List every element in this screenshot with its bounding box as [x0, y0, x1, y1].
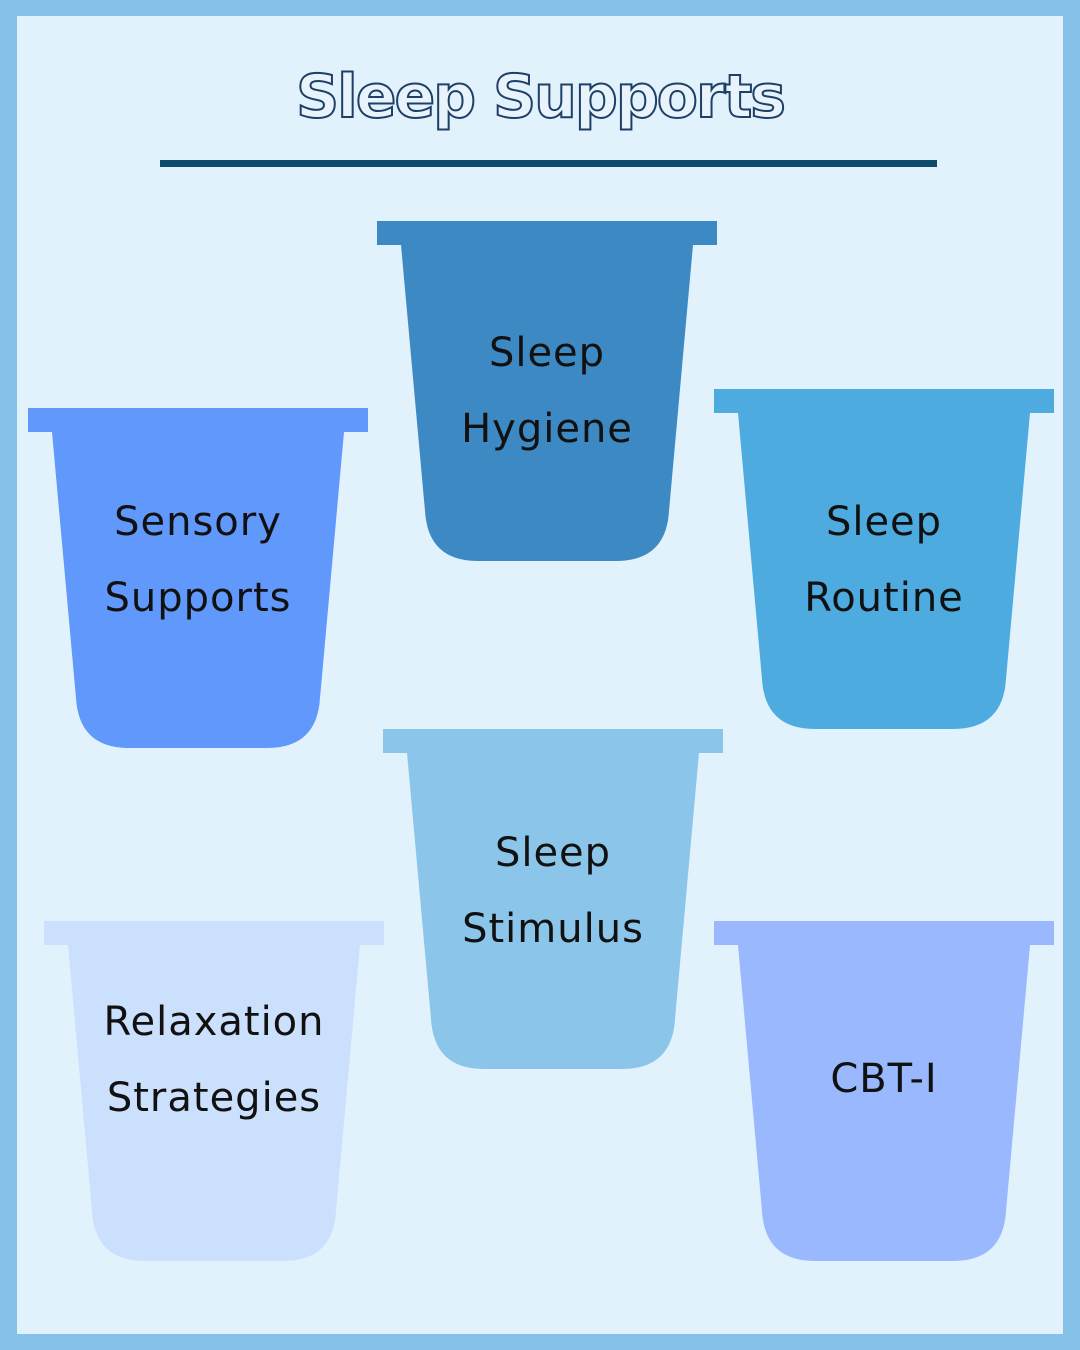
bucket-body: [401, 245, 693, 561]
bucket-cbt-i: CBT-I: [714, 921, 1054, 1261]
bucket-label: Sleep Stimulus: [462, 830, 644, 952]
bucket-sleep-stimulus: Sleep Stimulus: [383, 729, 723, 1069]
bucket-shape: [44, 921, 384, 1261]
bucket-shape: [714, 921, 1054, 1261]
page-title: Sleep Supports: [295, 61, 787, 133]
title-underline: [160, 160, 937, 167]
bucket-shape: [377, 221, 717, 561]
bucket-body: [738, 945, 1030, 1261]
bucket-label: Relaxation Strategies: [103, 999, 325, 1121]
bucket-body: [68, 945, 360, 1261]
bucket-label: CBT-I: [830, 1056, 938, 1102]
bucket-rim: [383, 729, 723, 753]
bucket-sleep-hygiene: Sleep Hygiene: [377, 221, 717, 561]
bucket-sensory-supports: Sensory Supports: [28, 408, 368, 748]
bucket-shape: [28, 408, 368, 748]
bucket-body: [738, 413, 1030, 729]
bucket-body: [407, 753, 699, 1069]
bucket-shape: [383, 729, 723, 1069]
bucket-rim: [28, 408, 368, 432]
bucket-rim: [714, 921, 1054, 945]
bucket-label: Sleep Hygiene: [461, 330, 633, 452]
bucket-shape: [714, 389, 1054, 729]
bucket-label: Sleep Routine: [804, 499, 964, 621]
bucket-relaxation-strategies: Relaxation Strategies: [44, 921, 384, 1261]
bucket-rim: [714, 389, 1054, 413]
bucket-label: Sensory Supports: [104, 499, 292, 621]
bucket-rim: [44, 921, 384, 945]
bucket-sleep-routine: Sleep Routine: [714, 389, 1054, 729]
bucket-rim: [377, 221, 717, 245]
bucket-body: [52, 432, 344, 748]
